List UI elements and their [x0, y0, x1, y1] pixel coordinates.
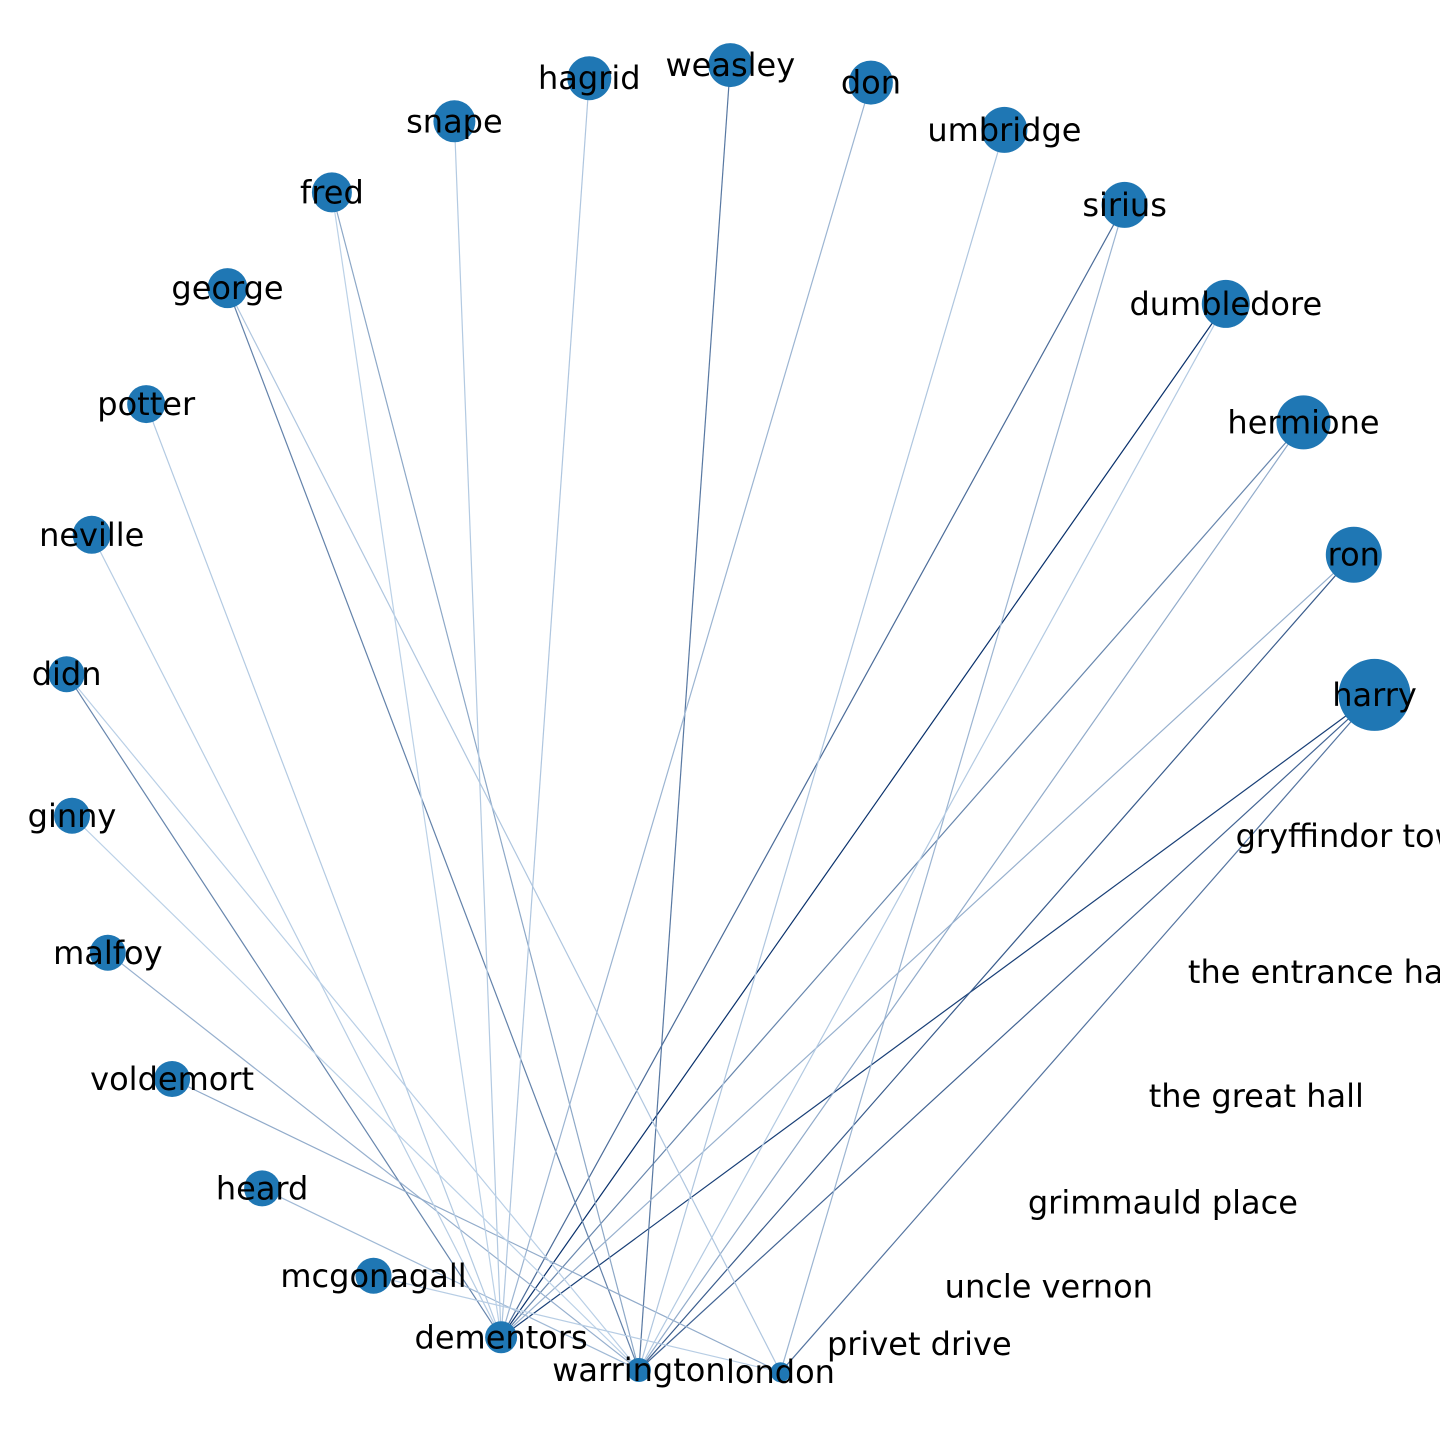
node-label-warrington: warrington — [552, 1351, 725, 1389]
node-label-malfoy: malfoy — [53, 934, 162, 972]
node-label-hermione: hermione — [1227, 403, 1379, 441]
edge-dumbledore-dementors — [500, 303, 1227, 1338]
node-label-fred: fred — [300, 173, 364, 211]
edge-heard-warrington — [261, 1187, 640, 1371]
edge-hermione-dementors — [500, 422, 1304, 1338]
node-label-sirius: sirius — [1082, 186, 1167, 224]
node-hagrid[interactable] — [567, 56, 612, 101]
node-label-voldemort: voldemort — [90, 1060, 254, 1098]
node-voldemort[interactable] — [154, 1061, 191, 1097]
edge-ginny-warrington — [71, 815, 640, 1371]
node-fred[interactable] — [311, 172, 352, 213]
node-label-london: london — [726, 1353, 835, 1391]
node-ginny[interactable] — [54, 797, 90, 834]
edge-neville-dementors — [91, 534, 502, 1338]
edge-fred-dementors — [331, 192, 502, 1338]
node-label-ron: ron — [1328, 536, 1380, 574]
node-label-dumbledore: dumbledore — [1129, 285, 1322, 323]
edge-harry-london — [780, 694, 1375, 1373]
node-label-gryffindor_tower: gryffindor tower — [1236, 817, 1440, 855]
node-weasley[interactable] — [708, 43, 753, 88]
node-label-george: george — [171, 269, 283, 307]
edge-george-london — [226, 287, 782, 1373]
edge-ron-warrington — [638, 554, 1355, 1371]
node-label-uncle_vernon: uncle vernon — [945, 1268, 1153, 1306]
node-label-grimmauld_place: grimmauld place — [1028, 1184, 1298, 1222]
node-label-ginny: ginny — [28, 797, 117, 835]
edge-snape-dementors — [453, 121, 502, 1338]
node-heard[interactable] — [244, 1170, 281, 1207]
edge-didn-warrington — [66, 673, 640, 1371]
edge-fred-warrington — [331, 192, 640, 1371]
node-label-dementors: dementors — [415, 1318, 588, 1356]
node-neville[interactable] — [72, 515, 111, 554]
node-label-neville: neville — [39, 516, 144, 554]
edge-hermione-warrington — [638, 422, 1304, 1371]
node-label-hagrid: hagrid — [538, 59, 641, 97]
node-label-the_great_hall: the great hall — [1149, 1077, 1364, 1115]
node-ron[interactable] — [1325, 526, 1382, 583]
node-dementors[interactable] — [485, 1321, 518, 1354]
node-label-umbridge: umbridge — [927, 111, 1081, 149]
edge-umbridge-warrington — [638, 129, 1005, 1371]
node-label-don: don — [841, 64, 901, 102]
edge-hagrid-dementors — [500, 78, 590, 1338]
node-snape[interactable] — [433, 100, 476, 143]
edge-didn-dementors — [66, 673, 502, 1338]
node-label-potter: potter — [97, 385, 196, 423]
node-sirius[interactable] — [1101, 181, 1148, 228]
node-don[interactable] — [848, 60, 893, 105]
edge-ron-dementors — [500, 554, 1355, 1338]
edge-voldemort-london — [171, 1078, 781, 1373]
edge-weasley-warrington — [638, 65, 731, 1371]
node-label-mcgonagall: mcgonagall — [280, 1257, 466, 1295]
edge-sirius-dementors — [500, 204, 1126, 1338]
node-label-weasley: weasley — [665, 46, 795, 84]
node-label-didn: didn — [32, 655, 102, 693]
nodes-layer — [48, 43, 1411, 1383]
edge-potter-dementors — [145, 403, 502, 1338]
labels-layer: harry ron hermione dumbledore siriusumbridge… — [28, 46, 1440, 1391]
node-hermione[interactable] — [1276, 395, 1331, 450]
edge-harry-warrington — [638, 694, 1375, 1371]
node-malfoy[interactable] — [89, 934, 126, 971]
node-didn[interactable] — [48, 656, 85, 693]
node-george[interactable] — [207, 268, 248, 309]
edge-sirius-london — [779, 204, 1126, 1373]
node-label-the_entrance_hall: the entrance hall — [1188, 953, 1440, 991]
edge-george-warrington — [226, 287, 640, 1371]
node-harry[interactable] — [1338, 658, 1411, 731]
edge-harry-dementors — [500, 694, 1375, 1338]
node-potter[interactable] — [127, 385, 166, 424]
edge-dumbledore-warrington — [638, 303, 1227, 1371]
edge-malfoy-warrington — [107, 952, 640, 1371]
edge-don-dementors — [500, 82, 872, 1338]
node-umbridge[interactable] — [981, 106, 1028, 153]
node-london[interactable] — [770, 1362, 791, 1383]
edge-mcgonagall-london — [373, 1275, 781, 1373]
node-label-heard: heard — [216, 1169, 308, 1207]
node-label-privet_drive: privet drive — [827, 1325, 1012, 1363]
node-label-snape: snape — [406, 102, 503, 140]
node-warrington[interactable] — [626, 1358, 651, 1382]
node-label-harry: harry — [1332, 676, 1417, 714]
node-mcgonagall[interactable] — [355, 1257, 392, 1294]
edges-layer — [66, 65, 1375, 1373]
node-dumbledore[interactable] — [1201, 279, 1250, 328]
